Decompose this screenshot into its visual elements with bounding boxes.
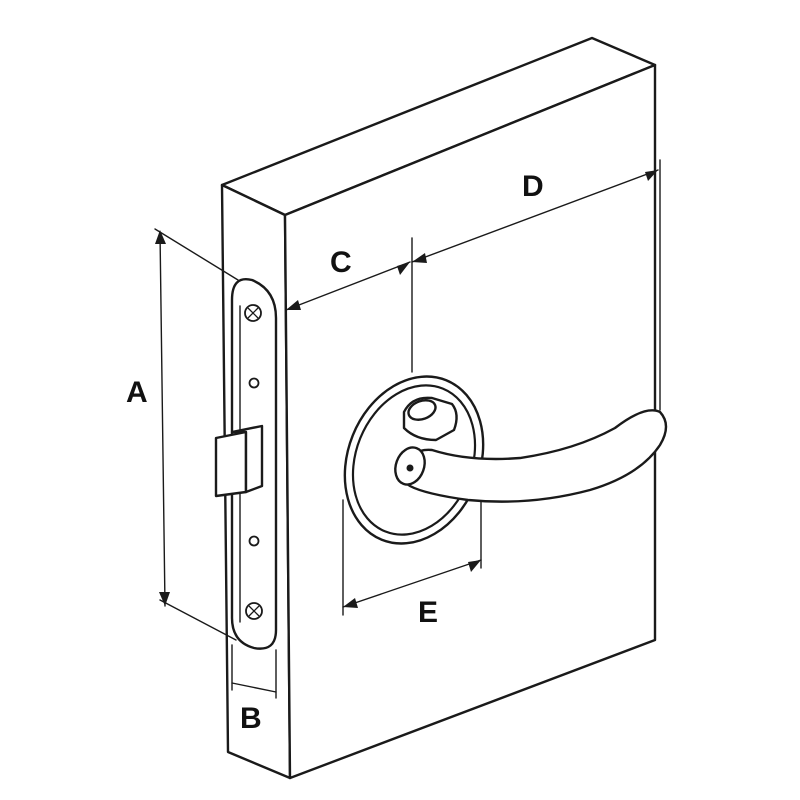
dimension-a-label: A bbox=[126, 376, 148, 409]
lever-spindle bbox=[402, 396, 458, 442]
lock-faceplate bbox=[214, 278, 278, 650]
dimension-d-label: D bbox=[522, 170, 544, 203]
lever-handle bbox=[394, 409, 668, 503]
dimension-c-label: C bbox=[330, 246, 352, 279]
faceplate-screw-top bbox=[244, 304, 262, 322]
dimension-d: D bbox=[411, 159, 661, 411]
faceplate-screw-upper-mid bbox=[248, 377, 260, 389]
latch-bolt bbox=[214, 424, 264, 498]
dimension-c: C bbox=[285, 246, 411, 311]
dimension-b-label: B bbox=[240, 702, 262, 735]
dimension-e-label: E bbox=[418, 596, 438, 629]
faceplate-screw-lower-mid bbox=[248, 535, 260, 547]
dimension-b: B bbox=[231, 644, 277, 735]
dimension-a: A bbox=[126, 228, 239, 641]
dimension-e: E bbox=[342, 449, 482, 629]
faceplate-screw-bottom bbox=[245, 602, 263, 620]
